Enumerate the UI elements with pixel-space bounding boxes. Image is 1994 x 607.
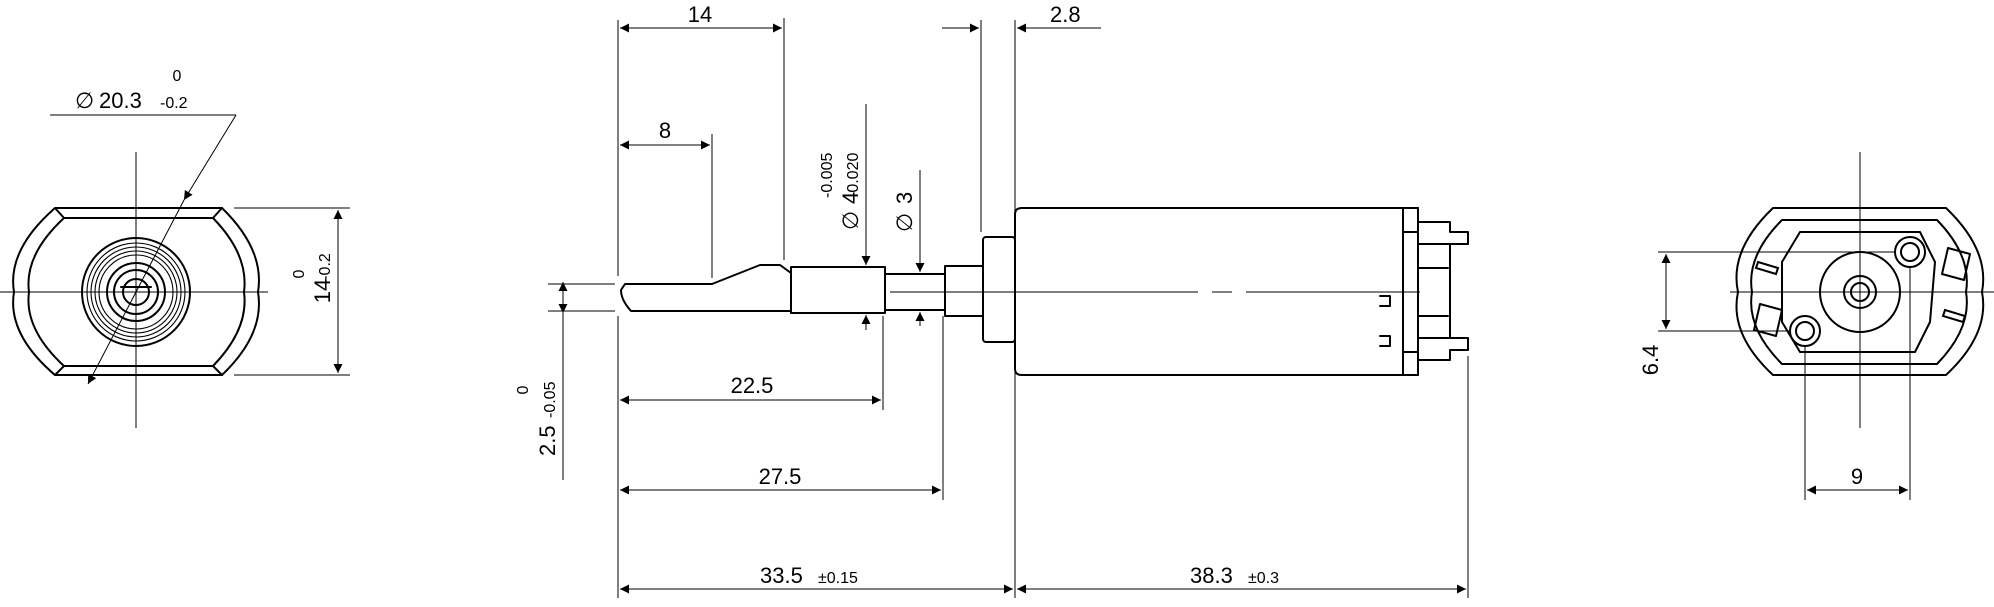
side-view: 14 8 2.8 ∅ 4 -0.005 -0.020 ∅ 3 0 2.5 -0.… [515, 2, 1469, 598]
dim-38-3-tol: ±0.3 [1248, 570, 1279, 587]
flat-lower-tol: -0.05 [542, 381, 559, 418]
dim-2-8: 2.8 [1050, 2, 1081, 27]
dim-8: 8 [659, 118, 671, 143]
dim-38-3: 38.3 [1190, 563, 1233, 588]
rear-view: 6.4 9 [1638, 152, 1994, 500]
dim-33-5: 33.5 [760, 563, 803, 588]
front-diameter-value: 20.3 [99, 88, 142, 113]
shaft-diameter-symbol: ∅ [838, 211, 863, 230]
flat-value: 2.5 [535, 425, 560, 456]
flat-upper-tol: 0 [515, 385, 532, 394]
front-diameter-upper-tol: 0 [173, 68, 182, 85]
dim-9: 9 [1851, 464, 1863, 489]
dim-27-5: 27.5 [759, 464, 802, 489]
front-diameter-lower-tol: -0.2 [160, 95, 188, 112]
small-diameter-symbol: ∅ [892, 213, 917, 232]
small-diameter-value: 3 [892, 192, 917, 204]
dim-6-4: 6.4 [1638, 345, 1663, 376]
shaft-upper-tol: -0.005 [819, 153, 836, 198]
shaft-diameter-value: 4 [838, 192, 863, 204]
dim-33-5-tol: ±0.15 [818, 570, 858, 587]
diameter-symbol: ∅ [75, 88, 94, 113]
front-height-lower-tol: -0.2 [317, 253, 334, 281]
front-view: ∅ 20.3 0 -0.2 14 0 -0.2 [0, 68, 350, 428]
dim-14: 14 [688, 2, 712, 27]
shaft-lower-tol: -0.020 [845, 153, 862, 198]
front-height-upper-tol: 0 [291, 269, 308, 278]
dim-22-5: 22.5 [731, 373, 774, 398]
front-height-value: 14 [310, 279, 335, 303]
